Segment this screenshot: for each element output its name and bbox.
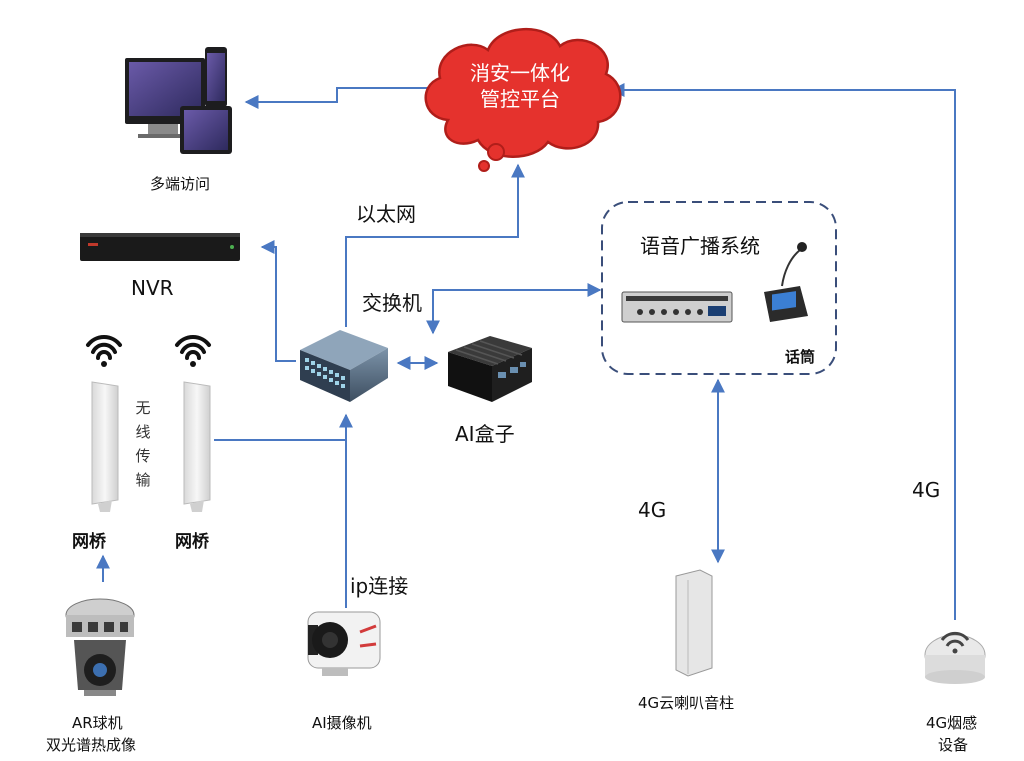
link-switch-nvr <box>260 240 296 362</box>
smoke-4g-label: 4G <box>912 478 941 502</box>
speaker-column-label: 4G云喇叭音柱 <box>638 694 735 712</box>
link-smoke-platform <box>610 83 956 620</box>
link-switch-platform <box>345 163 525 327</box>
switch-label: 交换机 <box>362 291 422 315</box>
link-platform-devices <box>244 87 432 109</box>
broadcast-system-label: 语音广播系统 <box>640 234 760 258</box>
bridge-left-label: 网桥 <box>72 532 106 552</box>
wireless-label: 无线传输 <box>135 399 151 489</box>
smoke-label-1: 4G烟感 <box>926 714 978 732</box>
connection-lines <box>96 83 956 620</box>
amplifier-icon <box>621 291 733 323</box>
bridge-right-label: 网桥 <box>175 532 209 552</box>
link-switch-broadcast <box>426 283 602 335</box>
nvr-label: NVR <box>131 276 174 300</box>
ethernet-label: 以太网 <box>356 202 416 226</box>
dome-camera-icon <box>65 598 135 696</box>
smoke-label-2: 设备 <box>938 736 969 754</box>
smoke-detector-icon <box>924 631 986 684</box>
nvr-recorder-icon <box>80 233 240 261</box>
ai-box-icon <box>448 336 532 402</box>
column-speaker-icon <box>675 569 713 677</box>
ip-link-label: ip连接 <box>350 574 409 598</box>
speaker-4g-label: 4G <box>638 498 667 522</box>
platform-title: 消安一体化 管控平台 <box>455 60 585 112</box>
multi-access-label: 多端访问 <box>150 175 211 193</box>
microphone-label: 话筒 <box>785 348 816 366</box>
wifi-icon <box>86 335 122 360</box>
platform-title-line1: 消安一体化 <box>470 61 570 85</box>
ar-camera-label-2: 双光谱热成像 <box>46 736 137 754</box>
platform-cloud <box>424 27 622 172</box>
broadcast-system-box <box>601 201 837 375</box>
ai-box-label: AI盒子 <box>455 422 515 446</box>
bullet-camera-icon <box>307 611 381 676</box>
wireless-bridge-icon <box>183 381 211 512</box>
ar-camera-label-1: AR球机 <box>72 714 123 732</box>
wireless-bridge-icon <box>91 381 119 512</box>
desk-microphone-icon <box>764 242 808 322</box>
multi-device-icon <box>125 47 232 154</box>
wifi-icon <box>175 335 211 360</box>
network-switch-icon <box>300 330 388 402</box>
platform-title-line2: 管控平台 <box>480 87 560 111</box>
ai-camera-label: AI摄像机 <box>312 714 372 732</box>
